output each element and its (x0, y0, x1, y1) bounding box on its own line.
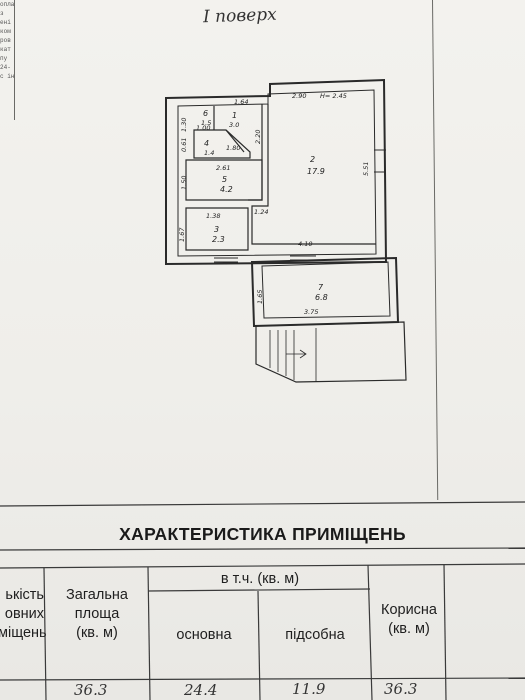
useful-area-header: Корисна (кв. м) (372, 601, 446, 639)
table-title-line (0, 547, 525, 551)
dimension-labels: 1.64 2.90 H= 2.45 1.00 1.80 2.61 1.38 1.… (178, 92, 370, 316)
margin-line: ком (0, 28, 11, 35)
dim-label: 1.64 (234, 98, 248, 106)
margin-line: з (0, 10, 4, 17)
margin-line: ені (0, 19, 11, 26)
dim-label: 1.00 (196, 124, 210, 132)
room-2-area: 17.9 (307, 167, 325, 176)
col-divider (443, 563, 447, 700)
dim-label: 5.51 (362, 162, 370, 176)
annex-room7-inner (261, 261, 391, 319)
stair-arrow (286, 349, 307, 359)
header-bottom-line (0, 677, 525, 681)
room-6-area: 1.5 (201, 119, 211, 127)
porch-steps (255, 321, 407, 383)
aux-area-header: підсобна (285, 627, 345, 643)
table-grid (0, 501, 525, 700)
left-frame-line (14, 0, 15, 120)
useful-area-header-line: (кв. м) (388, 621, 430, 637)
stair-lines (269, 328, 317, 382)
col-divider (367, 564, 373, 700)
total-area-header-line: (кв. м) (76, 625, 118, 641)
main-area-header: основна (176, 627, 232, 643)
dim-label: 1.24 (254, 208, 268, 216)
room-1-area: 3.0 (229, 121, 239, 129)
dim-label: 4.10 (298, 240, 312, 248)
table-top-line (0, 501, 525, 507)
count-header-line: ькість (5, 587, 44, 603)
window-bottom (214, 257, 238, 263)
closet-diagonal (193, 129, 251, 159)
dim-label: 1.30 (180, 118, 188, 132)
count-header-line: міщень (0, 625, 47, 641)
margin-line: опла (0, 1, 14, 8)
useful-area-value: 36.3 (384, 680, 418, 698)
col-divider (43, 567, 47, 700)
group-header: в т.ч. (кв. м) (220, 571, 300, 587)
room-6-number: 6 (203, 109, 208, 118)
room-3-number: 3 (214, 225, 219, 234)
dim-label: 0.61 (180, 138, 188, 152)
dim-label: 1.50 (180, 176, 188, 190)
margin-line: с інв (0, 73, 14, 80)
room-labels: 6 1.5 1 3.0 4 1.4 2 17.9 5 4.2 3 2.3 7 6… (201, 109, 328, 302)
floor-plan: 6 1.5 1 3.0 4 1.4 2 17.9 5 4.2 3 2.3 7 6… (165, 78, 407, 383)
room-2-number: 2 (310, 155, 315, 164)
total-area-header-line: Загальна (66, 587, 128, 603)
room-5-area: 4.2 (220, 185, 233, 194)
partition-room3 (185, 207, 249, 251)
dim-label: 1.80 (226, 144, 240, 152)
col-divider (147, 566, 151, 700)
margin-line: пу (0, 55, 8, 62)
outer-wall-top (165, 78, 388, 266)
closet-line (225, 129, 245, 153)
dim-label: 1.65 (256, 290, 264, 304)
left-margin-text: опла з ені ком ров кат пу 24- с інв (0, 0, 14, 90)
dim-label: 3.75 (304, 308, 318, 316)
partition-room5 (185, 159, 263, 201)
window-right (374, 149, 386, 173)
margin-line: ров (0, 37, 11, 44)
total-area-header-line: площа (74, 606, 120, 622)
group-header-line (147, 588, 371, 592)
characteristics-table: ХАРАКТЕРИСТИКА ПРИМІЩЕНЬ ькість овних мі… (0, 498, 525, 700)
aux-area-value: 11.9 (292, 680, 326, 698)
total-area-header: Загальна площа (кв. м) (46, 586, 148, 643)
total-area-value: 36.3 (74, 681, 108, 699)
table-title: ХАРАКТЕРИСТИКА ПРИМІЩЕНЬ (119, 524, 406, 544)
useful-area-header-line: Корисна (381, 602, 437, 618)
dim-label: 1.38 (206, 212, 220, 220)
main-area-value: 24.4 (184, 681, 218, 699)
count-header: ькість овних міщень (0, 586, 47, 643)
dim-label: 1.67 (178, 227, 186, 242)
header-top-line (0, 563, 525, 569)
room-4-area: 1.4 (204, 149, 214, 157)
partition-room2 (251, 104, 376, 245)
count-header-line: овних (4, 606, 44, 622)
room-3-area: 2.3 (212, 235, 225, 244)
room-7-area: 6.8 (315, 293, 328, 302)
col-divider (257, 590, 261, 700)
margin-line: 24- (0, 64, 11, 71)
room-7-number: 7 (318, 283, 324, 292)
room-4-number: 4 (204, 139, 209, 148)
room-5-number: 5 (222, 175, 227, 184)
dim-label: 2.90 (292, 92, 306, 100)
room-1-number: 1 (232, 111, 237, 120)
margin-line: кат (0, 46, 11, 53)
dim-label: 2.20 (254, 130, 262, 144)
dim-label: 2.61 (216, 164, 230, 172)
dim-label: H= 2.45 (320, 92, 347, 100)
